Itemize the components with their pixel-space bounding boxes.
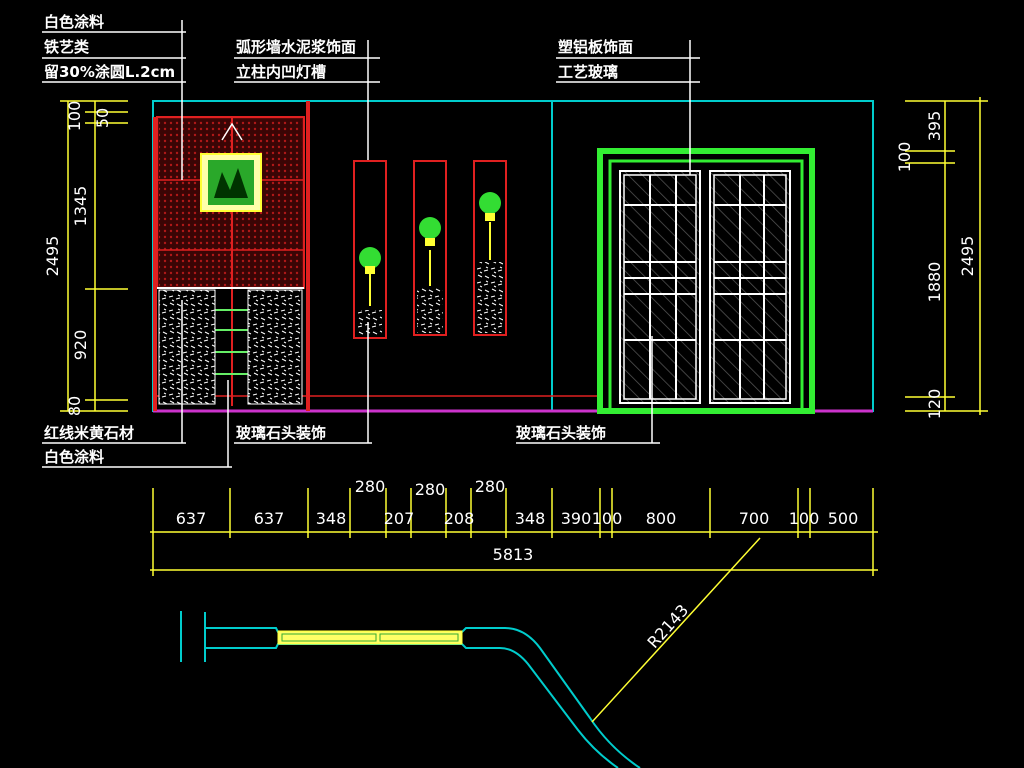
dim-bottom-500: 500 [828,509,859,528]
wall-niches [353,160,507,339]
dim-bottom-total: 5813 [493,545,534,564]
label-iron-art: 铁艺类 [44,38,90,56]
dim-bottom-637-a: 637 [176,509,207,528]
dim-left-80: 80 [65,396,84,416]
plan-counter [277,630,463,645]
dim-bottom-208: 208 [444,509,475,528]
label-white-paint-bottom: 白色涂料 [44,448,104,466]
dim-niche-1: 280 [355,477,386,496]
label-glass-stone-right: 玻璃石头装饰 [516,424,606,442]
dim-bottom-800: 800 [646,509,677,528]
dim-bottom-390: 390 [561,509,592,528]
label-art-glass: 工艺玻璃 [558,63,618,81]
decorative-screen [153,101,310,411]
dim-left-920: 920 [71,330,90,361]
label-circle-spec: 留30%涂圆L.2cm [44,63,175,81]
dim-right-395: 395 [925,111,944,142]
niche-2 [413,160,447,336]
plan-view: R2143 [180,537,761,768]
label-arc-wall: 弧形墙水泥浆饰面 [236,38,356,56]
dim-right-total: 2495 [958,236,977,277]
dim-left-total: 2495 [43,236,62,277]
leader-lines [42,20,700,468]
radius-line [591,537,761,723]
sliding-door [597,148,815,414]
stone-panel-left [158,289,216,405]
label-beige-stone: 红线米黄石材 [44,424,134,442]
dim-left-1345: 1345 [71,186,90,227]
dim-niche-3: 280 [475,477,506,496]
dim-right-120: 120 [925,389,944,420]
left-dimensions: 2495 100 50 1345 920 80 [43,100,128,416]
dim-bottom-700: 700 [739,509,770,528]
dim-right-1880: 1880 [925,262,944,303]
label-white-paint: 白色涂料 [44,13,104,31]
dim-left-100: 100 [65,101,84,132]
label-aluminum-panel: 塑铝板饰面 [558,38,633,56]
niche-3 [473,160,507,336]
annotation-labels: 白色涂料 铁艺类 留30%涂圆L.2cm 弧形墙水泥浆饰面 立柱内凹灯槽 塑铝板… [44,13,633,466]
stone-panel-right [247,289,303,405]
dim-bottom-100-b: 100 [789,509,820,528]
dim-bottom-207: 207 [384,509,415,528]
label-glass-stone-mid: 玻璃石头装饰 [236,424,326,442]
label-column-lightslot: 立柱内凹灯槽 [236,63,326,81]
radius-label: R2143 [644,601,693,652]
niche-1 [353,160,387,339]
dim-niche-2: 280 [415,480,446,499]
dim-bottom-348-b: 348 [515,509,546,528]
dim-bottom-348-a: 348 [316,509,347,528]
right-dimensions: 2495 395 100 1880 120 [895,97,988,419]
dim-right-100: 100 [895,142,914,173]
bottom-dimensions: 280 280 280 637 637 348 207 208 348 390 … [150,477,878,576]
dim-bottom-100-a: 100 [592,509,623,528]
dim-left-50: 50 [93,108,112,128]
dim-bottom-637-b: 637 [254,509,285,528]
